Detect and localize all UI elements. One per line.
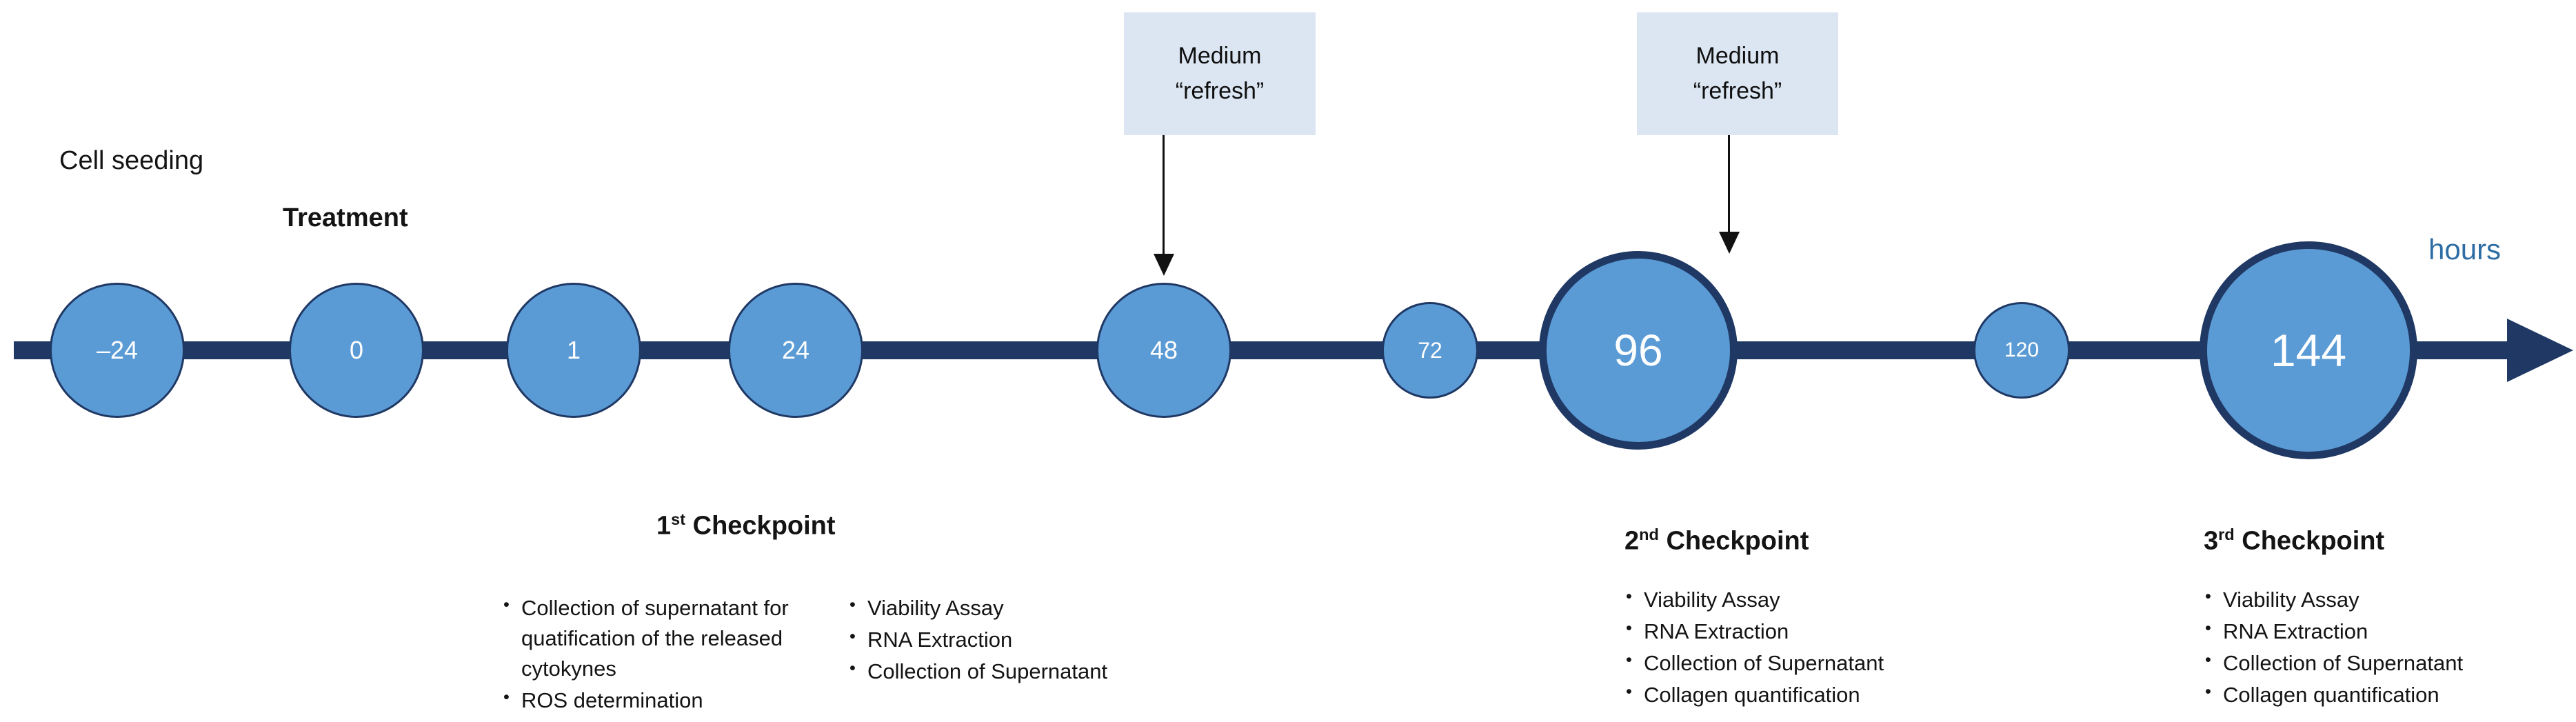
checkpoint-2-column-1: Viability Assay RNA Extraction Collectio…: [1624, 584, 1884, 712]
checkpoint-3-ordinal: 3: [2204, 526, 2219, 556]
list-item: Viability Assay: [1624, 584, 1884, 615]
timeline-node-144[interactable]: 144: [2200, 241, 2417, 459]
list-item: Collagen quantification: [1624, 679, 1884, 710]
node-value: 96: [1613, 325, 1663, 375]
checkpoint-1-column-2: Viability Assay RNA Extraction Collectio…: [848, 592, 1107, 688]
list-item: Viability Assay: [848, 592, 1107, 623]
node-value: 120: [2004, 339, 2040, 361]
list-item: Viability Assay: [2204, 584, 2463, 615]
callout-arrow-line-48: [1163, 135, 1165, 257]
checkpoint-2-ordinal: 2: [1624, 526, 1640, 556]
checkpoint-1-title-rest: Checkpoint: [685, 511, 836, 541]
timeline-node-72[interactable]: 72: [1382, 302, 1478, 399]
callout-arrow-head-96: [1719, 232, 1740, 254]
callout-line-2: “refresh”: [1175, 78, 1265, 104]
node-value: 24: [781, 336, 810, 364]
list-item: Collection of Supernatant: [2204, 648, 2463, 679]
checkpoint-1-column-1: Collection of supernatant for quatificat…: [502, 592, 805, 717]
timeline-node-96[interactable]: 96: [1539, 251, 1738, 450]
timeline-node-0[interactable]: 0: [289, 283, 424, 418]
callout-arrow-line-96: [1728, 135, 1730, 234]
timeline-node-1[interactable]: 1: [506, 283, 641, 418]
callout-medium-refresh-96: Medium “refresh”: [1637, 12, 1838, 135]
checkpoint-1-ordinal: 1: [656, 511, 672, 541]
list-item: Collagen quantification: [2204, 679, 2463, 710]
node-value: –24: [96, 336, 139, 364]
node-value: 0: [349, 336, 364, 364]
node-value: 1: [566, 336, 581, 364]
node-value: 144: [2270, 325, 2347, 376]
node-value: 48: [1149, 336, 1178, 364]
callout-arrow-head-48: [1154, 254, 1174, 276]
label-cell-seeding: Cell seeding: [59, 146, 204, 175]
label-treatment: Treatment: [283, 203, 408, 232]
checkpoint-2-title-rest: Checkpoint: [1658, 526, 1809, 556]
list-item: ROS determination: [502, 685, 805, 716]
list-item: RNA Extraction: [2204, 616, 2463, 647]
node-value: 72: [1418, 338, 1442, 363]
timeline-node-48[interactable]: 48: [1096, 283, 1231, 418]
list-item: RNA Extraction: [1624, 616, 1884, 647]
checkpoint-3-suffix: rd: [2218, 525, 2235, 543]
callout-line-1: Medium: [1695, 43, 1780, 69]
callout-medium-refresh-48: Medium “refresh”: [1124, 12, 1316, 135]
checkpoint-1-title: 1st Checkpoint: [656, 510, 836, 541]
checkpoint-2-title: 2nd Checkpoint: [1624, 525, 1809, 556]
checkpoint-3-title-rest: Checkpoint: [2234, 526, 2385, 556]
checkpoint-3-column-1: Viability Assay RNA Extraction Collectio…: [2204, 584, 2463, 712]
callout-line-1: Medium: [1178, 43, 1262, 69]
list-item: Collection of supernatant for quatificat…: [502, 592, 805, 684]
timeline-node-minus24[interactable]: –24: [50, 283, 185, 418]
checkpoint-3-title: 3rd Checkpoint: [2204, 525, 2384, 556]
timeline-node-24[interactable]: 24: [728, 283, 863, 418]
list-item: Collection of Supernatant: [848, 656, 1107, 687]
list-item: RNA Extraction: [848, 624, 1107, 655]
timeline-node-120[interactable]: 120: [1973, 302, 2070, 399]
checkpoint-2-suffix: nd: [1639, 525, 1659, 543]
axis-unit-label: hours: [2428, 233, 2502, 265]
timeline-axis-bar: [14, 341, 2524, 359]
timeline-axis-arrowhead: [2507, 319, 2573, 382]
list-item: Collection of Supernatant: [1624, 648, 1884, 679]
callout-line-2: “refresh”: [1693, 78, 1782, 104]
checkpoint-1-suffix: st: [671, 510, 686, 528]
